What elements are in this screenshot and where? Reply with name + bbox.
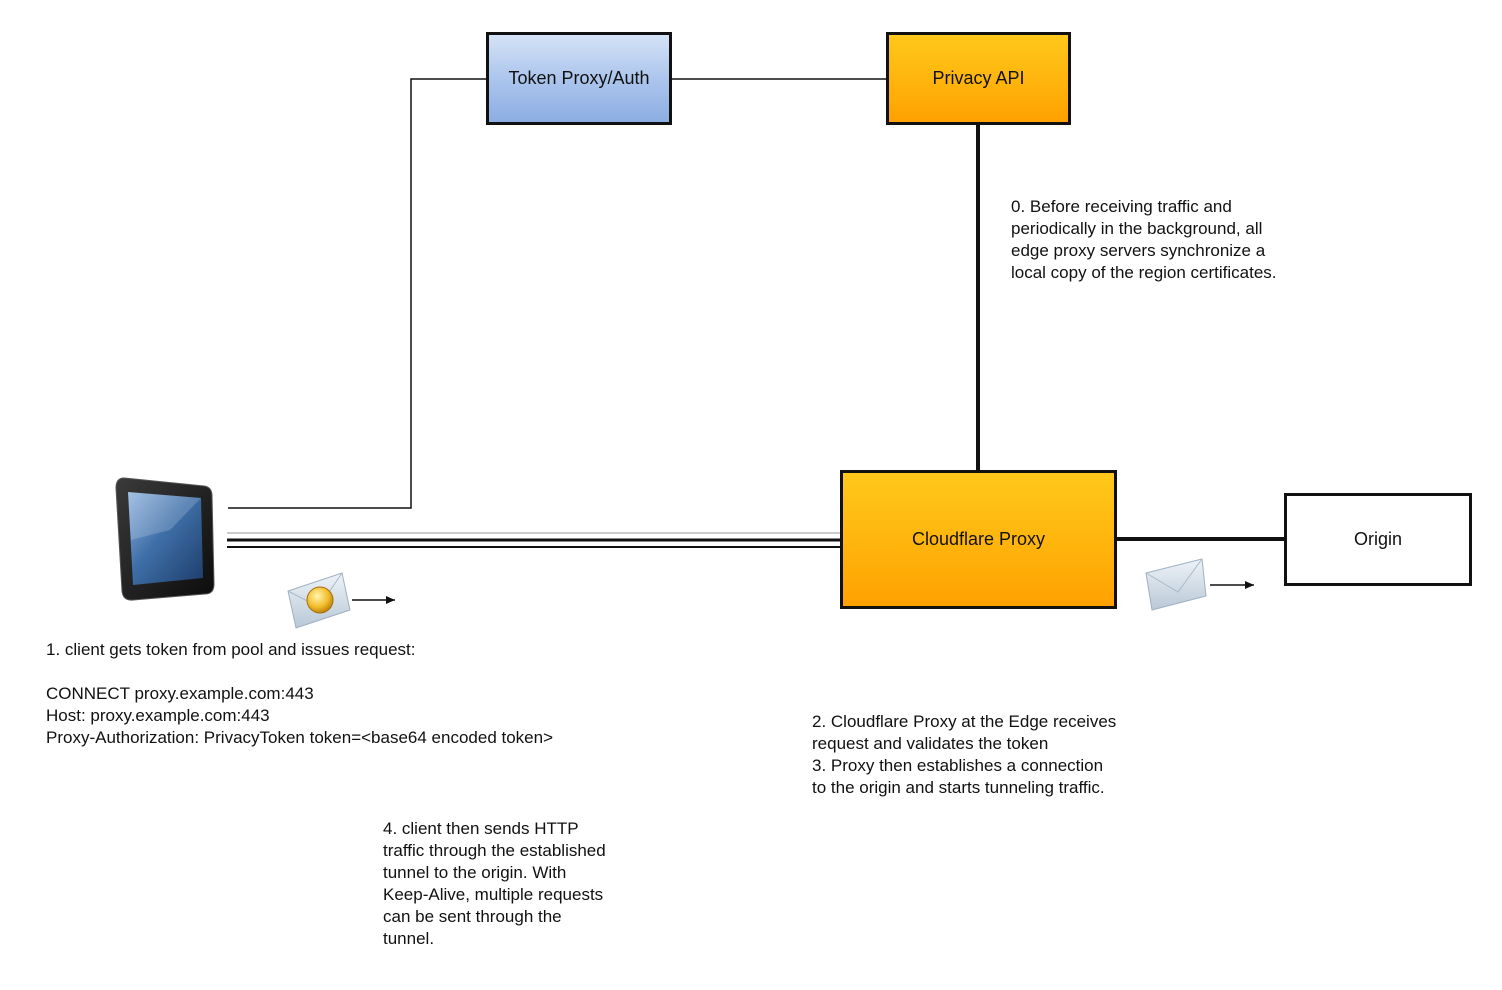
origin-label: Origin [1353,529,1402,549]
envelope-icon [1145,558,1207,611]
origin-node: Origin [1284,493,1472,586]
step-0-note: 0. Before receiving traffic and periodic… [1011,197,1277,282]
step-1-note: 1. client gets token from pool and issue… [46,640,554,747]
privacy-api-node: Privacy API [886,32,1071,125]
cloudflare-proxy-node: Cloudflare Proxy [840,470,1117,609]
step-2-3-note: 2. Cloudflare Proxy at the Edge receives… [812,712,1117,797]
token-proxy-auth-label: Token Proxy/Auth [508,68,650,88]
tunnel-client-proxy [227,532,840,548]
privacy-api-label: Privacy API [932,68,1025,88]
tablet-icon [115,477,215,601]
connector-client-token-proxy [228,78,487,509]
cloudflare-proxy-label: Cloudflare Proxy [911,529,1046,549]
sealed-envelope-icon [287,572,351,629]
token-proxy-auth-node: Token Proxy/Auth [486,32,672,125]
step-4-note: 4. client then sends HTTP traffic throug… [383,819,606,948]
